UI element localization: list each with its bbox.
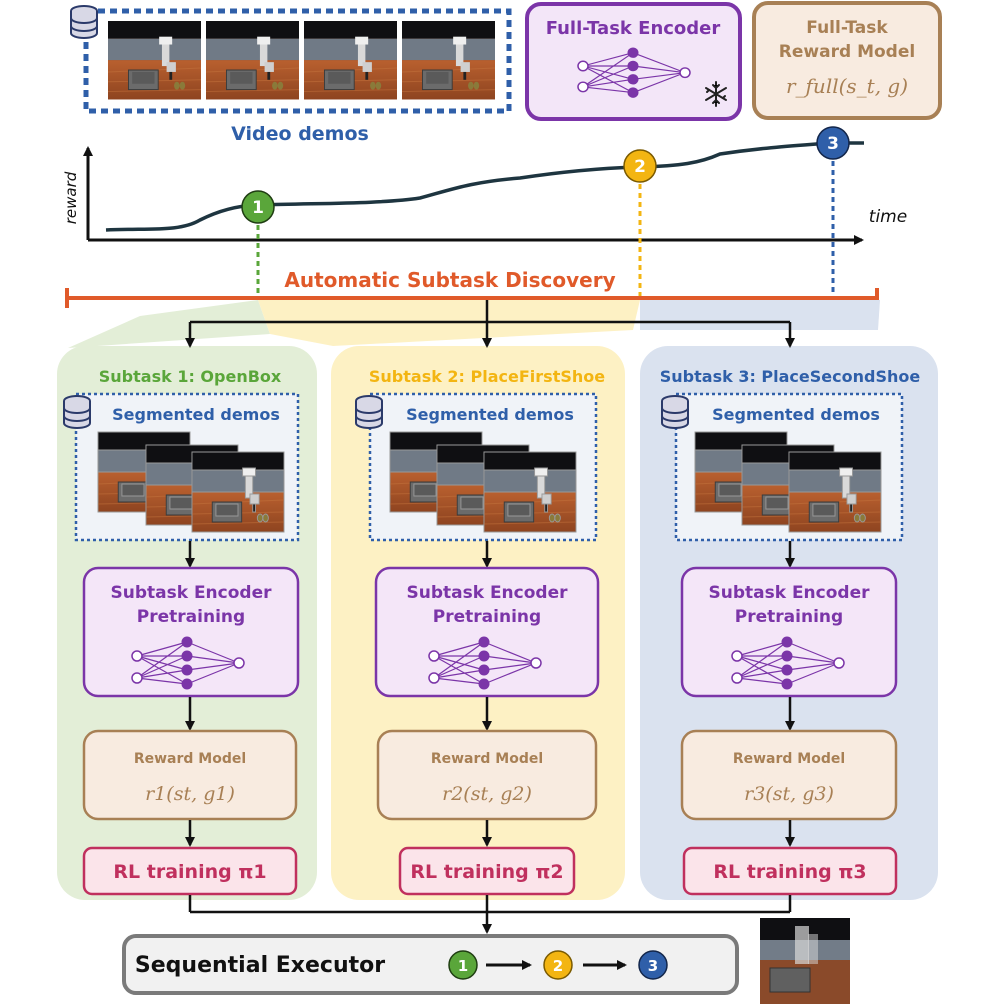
execution-thumbnail bbox=[760, 918, 850, 1004]
database-icon bbox=[70, 5, 98, 39]
segmented-demos-3-label: Segmented demos bbox=[712, 405, 880, 424]
marker-2-label: 2 bbox=[634, 157, 646, 177]
executor-step-3-label: 3 bbox=[648, 957, 658, 975]
encoder-3-line1: Subtask Encoder bbox=[708, 583, 870, 603]
marker-1: 1 bbox=[241, 190, 275, 224]
subtask-3-title: Subtask 3: PlaceSecondShoe bbox=[660, 367, 921, 386]
video-demos-panel: Video demos bbox=[70, 5, 512, 145]
executor-label: Sequential Executor bbox=[135, 953, 385, 978]
full-reward-formula: r_full(s_t, g) bbox=[786, 74, 908, 98]
reward-timeline: reward time 1 2 3 Automatic Subtask Disc… bbox=[62, 126, 907, 308]
discovery-label: Automatic Subtask Discovery bbox=[284, 268, 615, 292]
reward-model-1-label: Reward Model bbox=[134, 751, 246, 767]
encoder-1-line2: Pretraining bbox=[137, 607, 245, 627]
executor-step-3 bbox=[638, 950, 668, 980]
marker-3: 3 bbox=[816, 126, 850, 160]
reward-model-label-line2: Reward Model bbox=[779, 42, 915, 62]
reward-model-2-label: Reward Model bbox=[431, 751, 543, 767]
rl-training-3 bbox=[682, 846, 898, 896]
full-task-encoder-label: Full-Task Encoder bbox=[546, 18, 721, 39]
executor-step-1 bbox=[448, 950, 478, 980]
sequential-executor: Sequential Executor 1 2 3 bbox=[122, 934, 739, 995]
database-icon-3 bbox=[661, 395, 689, 429]
database-icon-1 bbox=[63, 395, 91, 429]
subtask-2-column: Subtask 2: PlaceFirstShoe Segmented demo… bbox=[355, 367, 605, 896]
subtask-encoder-2 bbox=[374, 566, 600, 698]
marker-3-label: 3 bbox=[827, 134, 839, 154]
snowflake-icon bbox=[705, 81, 727, 107]
subtask-1-column: Subtask 1: OpenBox Segmented demos Subta… bbox=[63, 367, 300, 896]
reward-model-3-label: Reward Model bbox=[733, 751, 845, 767]
full-task-encoder-box: Full-Task Encoder bbox=[525, 2, 742, 121]
full-task-reward-model-box: Full-Task Reward Model r_full(s_t, g) bbox=[752, 1, 942, 120]
y-axis-label: reward bbox=[62, 171, 80, 224]
reward-formula-2: r2(st, g2) bbox=[442, 783, 532, 805]
subtask-2-title: Subtask 2: PlaceFirstShoe bbox=[369, 367, 605, 386]
segmented-demos-2-label: Segmented demos bbox=[406, 405, 574, 424]
database-icon-2 bbox=[355, 395, 383, 429]
video-demos-label: Video demos bbox=[231, 123, 369, 145]
encoder-1-line1: Subtask Encoder bbox=[110, 583, 272, 603]
x-axis-label: time bbox=[869, 207, 907, 227]
rl-training-3-label: RL training π3 bbox=[713, 861, 866, 883]
reward-formula-3: r3(st, g3) bbox=[744, 783, 834, 805]
demo-frame-1 bbox=[107, 20, 202, 100]
reward-model-1 bbox=[82, 729, 298, 821]
rl-training-1 bbox=[82, 846, 298, 896]
demo-frame-4 bbox=[401, 20, 496, 100]
distribution-arrows bbox=[185, 300, 795, 348]
reward-model-2 bbox=[376, 729, 598, 821]
marker-1-label: 1 bbox=[252, 198, 264, 218]
wedge-subtask-1 bbox=[68, 300, 270, 348]
reward-formula-1: r1(st, g1) bbox=[145, 783, 235, 805]
demo-frame-3 bbox=[303, 20, 398, 100]
encoder-3-line2: Pretraining bbox=[735, 607, 843, 627]
reward-curve bbox=[105, 141, 864, 232]
merge-arrows bbox=[188, 895, 792, 934]
encoder-2-line2: Pretraining bbox=[433, 607, 541, 627]
reward-model-3 bbox=[680, 729, 898, 821]
executor-step-1-label: 1 bbox=[458, 957, 468, 975]
executor-step-2 bbox=[543, 950, 573, 980]
segmented-demos-1-label: Segmented demos bbox=[112, 405, 280, 424]
marker-2: 2 bbox=[623, 149, 657, 183]
rl-training-2 bbox=[398, 846, 576, 896]
executor-step-2-label: 2 bbox=[553, 957, 563, 975]
reward-model-label-line1: Full-Task bbox=[806, 18, 888, 38]
demo-frame-2 bbox=[205, 20, 300, 100]
wedge-subtask-3 bbox=[640, 300, 880, 330]
rl-training-2-label: RL training π2 bbox=[410, 861, 563, 883]
subtask-3-column: Subtask 3: PlaceSecondShoe Segmented dem… bbox=[660, 367, 921, 896]
encoder-2-line1: Subtask Encoder bbox=[406, 583, 568, 603]
subtask-1-title: Subtask 1: OpenBox bbox=[99, 367, 282, 386]
rl-training-1-label: RL training π1 bbox=[113, 861, 266, 883]
